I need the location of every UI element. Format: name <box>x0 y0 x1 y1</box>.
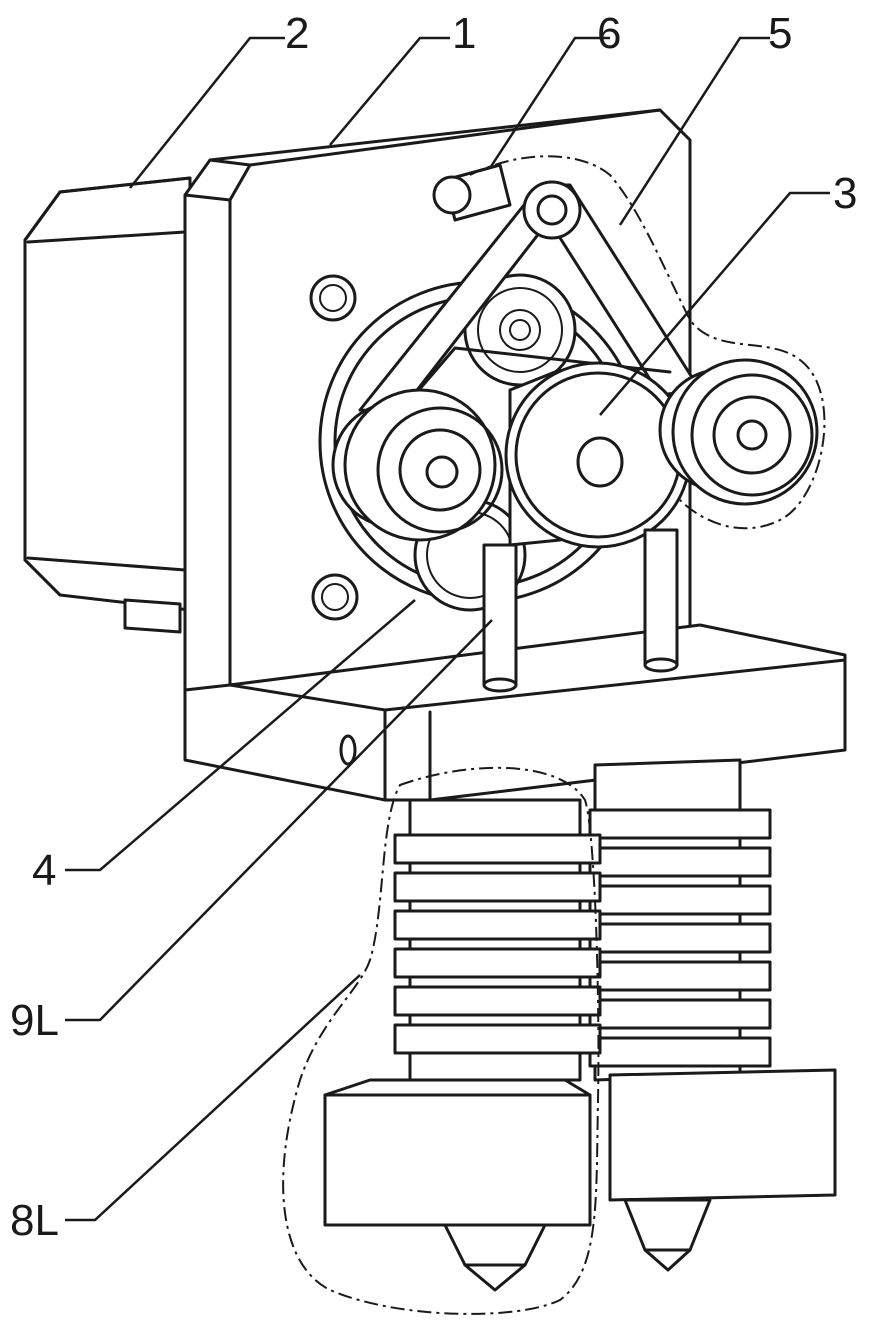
label-mounting-plate: 1 <box>452 9 476 58</box>
label-lever-arm: 6 <box>597 9 621 58</box>
left-idler-bearing <box>331 388 504 542</box>
right-idler-bearing <box>658 358 819 506</box>
heatsink-right <box>588 758 772 1082</box>
label-feed-tube: 9L <box>10 996 59 1045</box>
label-motor: 2 <box>285 9 309 58</box>
heatsink-left <box>393 798 602 1082</box>
drive-gear <box>504 361 692 549</box>
feed-tubes <box>482 528 679 693</box>
stepper-motor <box>23 176 192 634</box>
heater-block-right <box>608 1068 837 1272</box>
heater-block-left <box>323 1078 592 1292</box>
label-hotend-assembly: 8L <box>10 1196 59 1245</box>
label-drive-gear: 3 <box>833 169 857 218</box>
leader-lines <box>65 36 830 1222</box>
callout-labels: 2 1 6 5 3 4 9L 8L <box>10 9 857 1245</box>
frame-outline-dashed <box>469 155 826 530</box>
label-tension-frame: 5 <box>768 9 792 58</box>
hotend-outline-dashed <box>282 766 600 1315</box>
label-gear-housing: 4 <box>32 846 56 895</box>
